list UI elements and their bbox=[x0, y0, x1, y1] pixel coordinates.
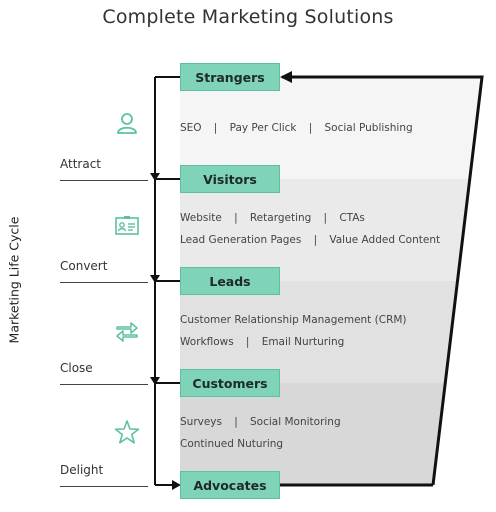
tactic-item: Workflows bbox=[180, 336, 234, 348]
tactic-item: Lead Generation Pages bbox=[180, 234, 302, 246]
person-icon bbox=[117, 113, 137, 134]
return-flow-line bbox=[282, 75, 484, 486]
phase-divider bbox=[60, 486, 148, 487]
stage-strangers: Strangers bbox=[180, 63, 280, 91]
separator: | bbox=[234, 212, 238, 224]
tactic-item: Social Publishing bbox=[324, 122, 413, 134]
tactic-item: Surveys bbox=[180, 416, 222, 428]
funnel-band bbox=[180, 179, 470, 281]
tactic-item: Customer Relationship Management (CRM) bbox=[180, 314, 407, 326]
funnel-band bbox=[180, 77, 482, 179]
separator: | bbox=[323, 212, 328, 224]
down-arrow-head bbox=[150, 173, 160, 181]
phase-divider bbox=[60, 384, 148, 385]
exchange-arrows-icon bbox=[116, 322, 138, 342]
down-arrow-head bbox=[150, 377, 160, 385]
phase-delight: Delight bbox=[60, 463, 104, 477]
tactic-item: CTAs bbox=[339, 212, 365, 224]
separator: | bbox=[234, 416, 238, 428]
down-arrow-head bbox=[150, 275, 160, 283]
tactic-item: Social Monitoring bbox=[250, 416, 341, 428]
phase-divider bbox=[60, 282, 148, 283]
tactic-item: SEO bbox=[180, 122, 202, 134]
separator: | bbox=[245, 336, 250, 348]
right-arrow-head bbox=[172, 480, 181, 490]
phase-close: Close bbox=[60, 361, 93, 375]
stage-customers: Customers bbox=[180, 369, 280, 397]
tactic-item: Continued Nuturing bbox=[180, 438, 284, 450]
star-icon bbox=[114, 420, 140, 444]
separator: | bbox=[313, 234, 318, 246]
tactic-item: Email Nurturing bbox=[261, 336, 345, 348]
stage-leads: Leads bbox=[180, 267, 280, 295]
band-2-line-1: Website | Retargeting | CTAs bbox=[180, 212, 365, 224]
band-4-line-1: Surveys | Social Monitoring bbox=[180, 416, 341, 428]
band-3-line-2: Workflows | Email Nurturing bbox=[180, 336, 344, 348]
tactic-item: Value Added Content bbox=[329, 234, 441, 246]
phase-attract: Attract bbox=[60, 157, 101, 171]
stage-advocates: Advocates bbox=[180, 471, 280, 499]
separator: | bbox=[213, 122, 218, 134]
funnel-band bbox=[180, 281, 458, 383]
id-card-icon bbox=[115, 216, 139, 235]
tactic-item: Pay Per Click bbox=[229, 122, 297, 134]
band-4-line-2: Continued Nuturing bbox=[180, 438, 283, 450]
band-1-line-1: SEO | Pay Per Click | Social Publishing bbox=[180, 122, 413, 134]
return-arrow-head bbox=[280, 71, 292, 83]
phase-divider bbox=[60, 180, 148, 181]
phase-convert: Convert bbox=[60, 259, 108, 273]
band-3-line-1: Customer Relationship Management (CRM) bbox=[180, 314, 407, 326]
tactic-item: Website bbox=[180, 212, 222, 224]
separator: | bbox=[308, 122, 313, 134]
stage-visitors: Visitors bbox=[180, 165, 280, 193]
diagram-title: Complete Marketing Solutions bbox=[102, 6, 394, 28]
tactic-item: Retargeting bbox=[249, 212, 312, 224]
funnel-band bbox=[180, 383, 446, 485]
band-2-line-2: Lead Generation Pages | Value Added Conten… bbox=[180, 234, 440, 246]
